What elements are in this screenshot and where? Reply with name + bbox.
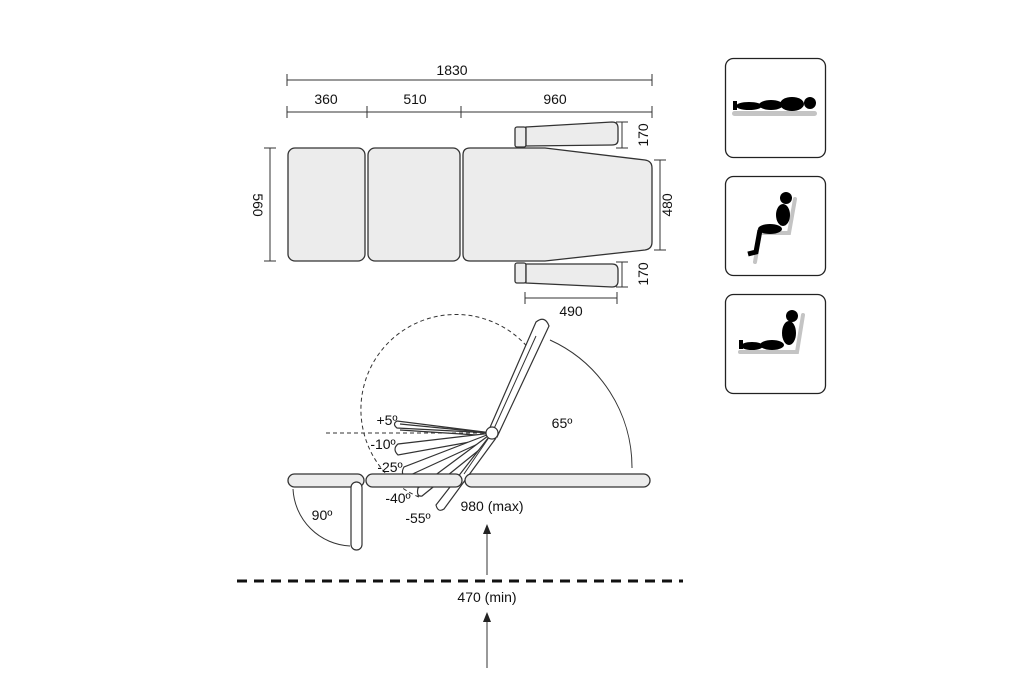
armrest-bottom-width-label: 170 bbox=[635, 262, 651, 286]
seat-section bbox=[462, 147, 653, 262]
overall-width-label: 560 bbox=[250, 193, 266, 217]
sitting-position-icon bbox=[724, 175, 827, 277]
section-1-label: 360 bbox=[314, 91, 338, 107]
arrow-up-icon bbox=[483, 524, 491, 534]
seat-width-label: 480 bbox=[659, 193, 675, 217]
total-length-label: 1830 bbox=[436, 62, 467, 78]
reclined-position-icon bbox=[724, 293, 827, 395]
backrest-angle-arc bbox=[549, 339, 633, 469]
angle-label-minus40: -40º bbox=[385, 490, 410, 506]
backrest-frame bbox=[463, 335, 537, 475]
arrow-up-icon bbox=[483, 612, 491, 622]
armrest-bottom bbox=[525, 263, 619, 288]
section-2-label: 510 bbox=[403, 91, 427, 107]
max-height-label: 980 (max) bbox=[460, 498, 523, 514]
armrest-bottom-mount bbox=[514, 262, 527, 284]
leg-angle-label: 90º bbox=[312, 507, 333, 523]
armrest-top bbox=[525, 121, 619, 147]
pivot-joint bbox=[485, 426, 499, 440]
side-seat-section bbox=[464, 473, 651, 488]
tilt-range-arc bbox=[360, 314, 531, 498]
side-middle-section bbox=[365, 473, 463, 488]
lying-position-icon bbox=[724, 57, 827, 159]
leg-angle-arc bbox=[292, 488, 351, 547]
head-section bbox=[287, 147, 366, 262]
middle-section bbox=[367, 147, 461, 262]
angle-label-minus55: -55º bbox=[405, 510, 430, 526]
section-3-label: 960 bbox=[543, 91, 567, 107]
angle-label-minus10: -10º bbox=[370, 436, 395, 452]
min-height-label: 470 (min) bbox=[457, 589, 516, 605]
armrest-top-width-label: 170 bbox=[635, 123, 651, 147]
side-head-section bbox=[287, 473, 365, 488]
armrest-length-label: 490 bbox=[559, 303, 583, 319]
armrest-top-mount bbox=[514, 126, 527, 148]
backrest-angle-label: 65º bbox=[552, 415, 573, 431]
angle-label-plus5: +5º bbox=[376, 412, 397, 428]
backrest-upright bbox=[487, 318, 550, 438]
leg-rest bbox=[350, 481, 363, 551]
dimension-lines-top bbox=[264, 74, 666, 304]
angle-label-minus25: -25º bbox=[377, 459, 402, 475]
